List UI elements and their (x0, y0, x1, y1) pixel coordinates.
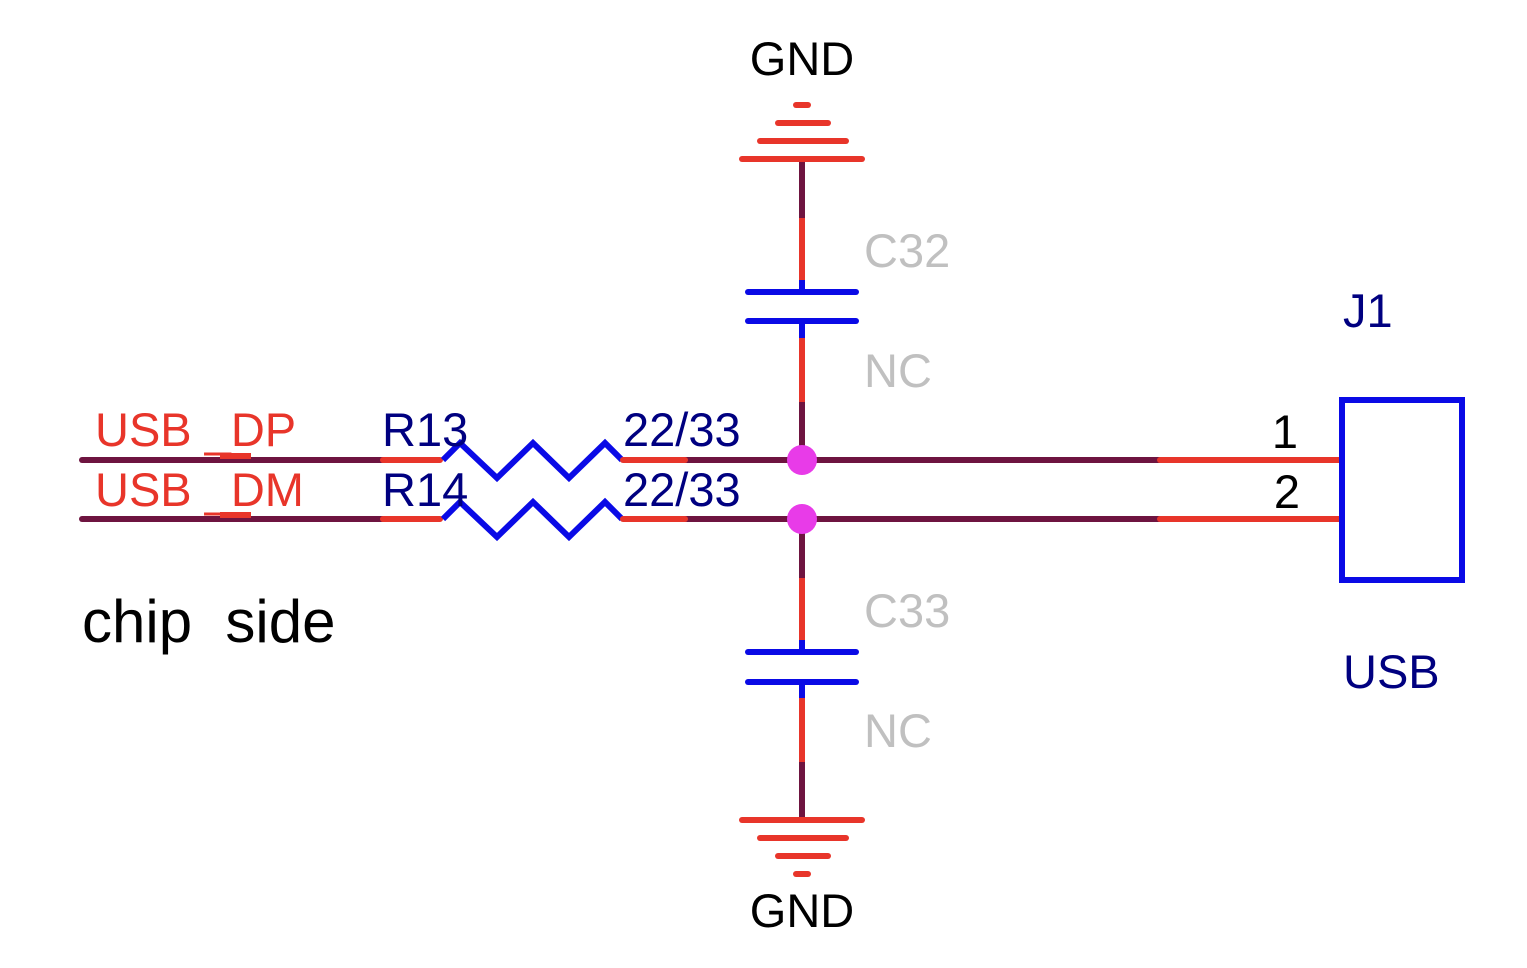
c32-value: NC (864, 344, 932, 397)
gnd-label-bottom: GND (750, 884, 854, 937)
wires (79, 160, 1163, 820)
junction-dot-dp (787, 445, 817, 475)
j1-pin-2-number: 2 (1274, 465, 1300, 518)
c33-value: NC (864, 704, 932, 757)
j1-designator: J1 (1343, 284, 1393, 337)
gnd-symbol-top[interactable] (739, 102, 865, 162)
j1-value: USB (1343, 645, 1440, 698)
r14-body (440, 497, 625, 542)
c33-designator: C33 (864, 584, 950, 637)
gnd-label-top: GND (750, 32, 854, 85)
connector-j1[interactable] (1157, 397, 1465, 583)
r14-value: 22/33 (623, 463, 741, 516)
j1-pin-1-number: 1 (1272, 405, 1298, 458)
r13-value: 22/33 (623, 403, 741, 456)
underscore-dp (220, 453, 251, 459)
r14-designator: R14 (382, 463, 468, 516)
capacitor-c32[interactable] (745, 218, 859, 402)
r13-designator: R13 (382, 403, 468, 456)
net-label-dp[interactable]: USB _DP (95, 403, 296, 456)
junction-dot-dm (787, 504, 817, 534)
resistor-r14[interactable] (380, 497, 688, 542)
net-label-underscores (220, 453, 251, 518)
resistor-r13[interactable] (380, 438, 688, 483)
j1-body (1339, 397, 1465, 583)
capacitor-c33[interactable] (745, 578, 859, 762)
note-chip-side: chip side (82, 588, 335, 655)
r13-body (440, 438, 625, 483)
net-label-dm[interactable]: USB _DM (95, 463, 304, 516)
underscore-dm (220, 512, 251, 518)
gnd-symbol-bottom[interactable] (739, 817, 865, 877)
c32-designator: C32 (864, 224, 950, 277)
